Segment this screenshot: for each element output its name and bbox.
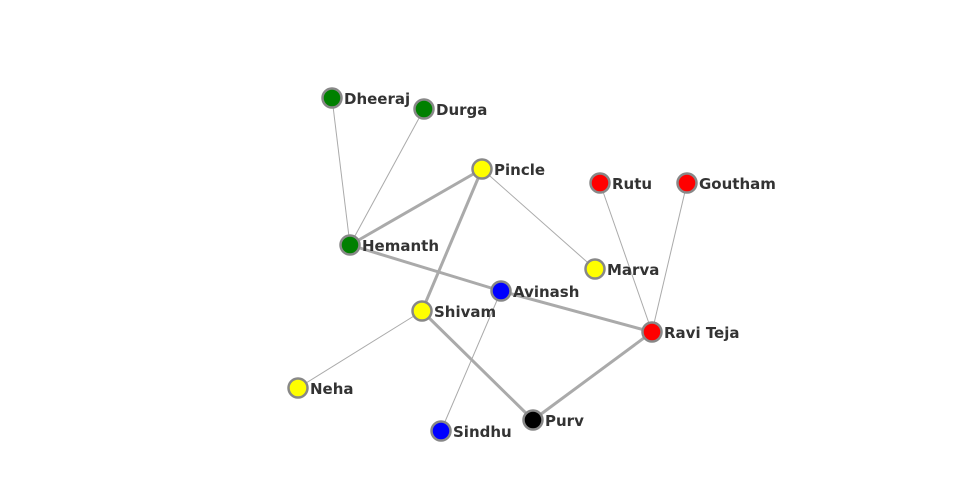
- edge-hemanth-avinash: [349, 243, 502, 293]
- edges-layer: [297, 97, 688, 432]
- node-label-dheeraj: Dheeraj: [344, 90, 410, 108]
- node-label-goutham: Goutham: [699, 175, 776, 193]
- node-goutham[interactable]: Goutham: [676, 172, 776, 194]
- node-circle-avinash[interactable]: [490, 280, 512, 302]
- edge-pincle-hemanth: [349, 167, 483, 247]
- node-raviteja[interactable]: Ravi Teja: [641, 321, 740, 343]
- node-avinash[interactable]: Avinash: [490, 280, 580, 302]
- edge-pincle-marva: [481, 168, 596, 270]
- node-label-purv: Purv: [545, 412, 584, 430]
- node-label-hemanth: Hemanth: [362, 237, 439, 255]
- node-circle-goutham[interactable]: [676, 172, 698, 194]
- node-label-raviteja: Ravi Teja: [664, 324, 740, 342]
- edge-rutu-raviteja: [599, 182, 653, 333]
- node-label-shivam: Shivam: [434, 303, 496, 321]
- node-purv[interactable]: Purv: [522, 409, 585, 431]
- node-label-rutu: Rutu: [612, 175, 652, 193]
- node-pincle[interactable]: Pincle: [471, 158, 546, 180]
- node-neha[interactable]: Neha: [287, 377, 354, 399]
- edge-shivam-purv: [420, 309, 535, 422]
- node-circle-purv[interactable]: [522, 409, 544, 431]
- node-circle-marva[interactable]: [584, 258, 606, 280]
- node-label-pincle: Pincle: [494, 161, 545, 179]
- node-label-sindhu: Sindhu: [453, 423, 512, 441]
- node-circle-hemanth[interactable]: [339, 234, 361, 256]
- node-label-avinash: Avinash: [513, 283, 579, 301]
- node-durga[interactable]: Durga: [413, 98, 488, 120]
- edge-dheeraj-hemanth: [331, 97, 351, 246]
- edge-purv-raviteja: [532, 330, 653, 422]
- node-circle-rutu[interactable]: [589, 172, 611, 194]
- node-hemanth[interactable]: Hemanth: [339, 234, 440, 256]
- edge-goutham-raviteja: [651, 182, 688, 333]
- edge-durga-hemanth: [349, 108, 425, 246]
- node-circle-dheeraj[interactable]: [321, 87, 343, 109]
- edge-avinash-raviteja: [500, 289, 653, 334]
- edge-shivam-neha: [297, 310, 423, 389]
- node-rutu[interactable]: Rutu: [589, 172, 653, 194]
- node-circle-raviteja[interactable]: [641, 321, 663, 343]
- edge-pincle-shivam: [420, 168, 484, 312]
- node-label-marva: Marva: [607, 261, 659, 279]
- node-label-durga: Durga: [436, 101, 487, 119]
- node-label-neha: Neha: [310, 380, 354, 398]
- node-marva[interactable]: Marva: [584, 258, 660, 280]
- node-circle-pincle[interactable]: [471, 158, 493, 180]
- node-circle-sindhu[interactable]: [430, 420, 452, 442]
- node-dheeraj[interactable]: Dheeraj: [321, 87, 411, 109]
- node-circle-neha[interactable]: [287, 377, 309, 399]
- node-sindhu[interactable]: Sindhu: [430, 420, 512, 442]
- node-circle-shivam[interactable]: [411, 300, 433, 322]
- node-circle-durga[interactable]: [413, 98, 435, 120]
- node-shivam[interactable]: Shivam: [411, 300, 497, 322]
